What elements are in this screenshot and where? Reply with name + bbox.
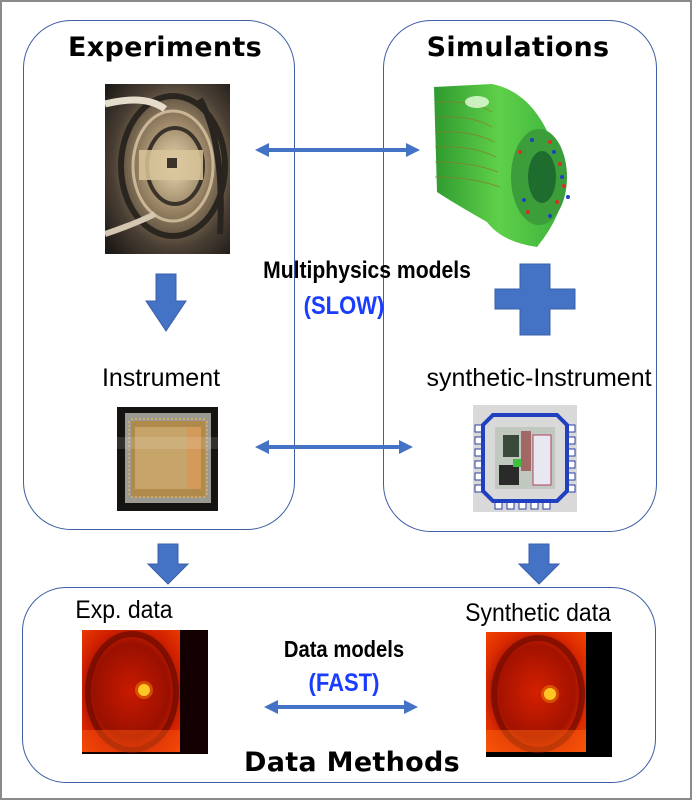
ic-layout-image xyxy=(473,405,577,512)
experiments-title: Experiments xyxy=(67,32,263,63)
data-models-speed-label: (FAST) xyxy=(308,669,380,697)
instrument-label: Instrument xyxy=(101,364,221,392)
exp-data-label: Exp. data xyxy=(75,596,173,624)
simulations-box xyxy=(383,20,657,532)
plasma-torus-image xyxy=(432,82,582,250)
multiphysics-models-label: Multiphysics models xyxy=(263,257,471,284)
synthetic-data-label: Synthetic data xyxy=(465,599,611,627)
data-methods-title: Data Methods xyxy=(243,747,461,778)
multiphysics-speed-label: (SLOW) xyxy=(303,292,385,320)
experiments-box xyxy=(23,20,295,530)
data-methods-box xyxy=(22,587,656,783)
instrument-down-arrow xyxy=(146,543,190,585)
experiment-simulation-double-arrow xyxy=(255,143,420,157)
instrument-double-arrow xyxy=(255,440,413,454)
exp-data-heatmap xyxy=(82,630,208,754)
data-models-double-arrow xyxy=(264,700,418,714)
synthetic-instrument-down-arrow xyxy=(517,543,561,585)
synthetic-instrument-label: synthetic-Instrument xyxy=(426,364,652,392)
experiments-down-arrow xyxy=(145,273,187,332)
simulations-title: Simulations xyxy=(426,32,610,63)
detector-chip-image xyxy=(117,407,218,511)
data-models-label: Data models xyxy=(283,636,405,662)
plus-icon xyxy=(494,263,576,336)
tokamak-interior-image xyxy=(105,84,230,254)
synthetic-data-heatmap xyxy=(486,632,612,757)
